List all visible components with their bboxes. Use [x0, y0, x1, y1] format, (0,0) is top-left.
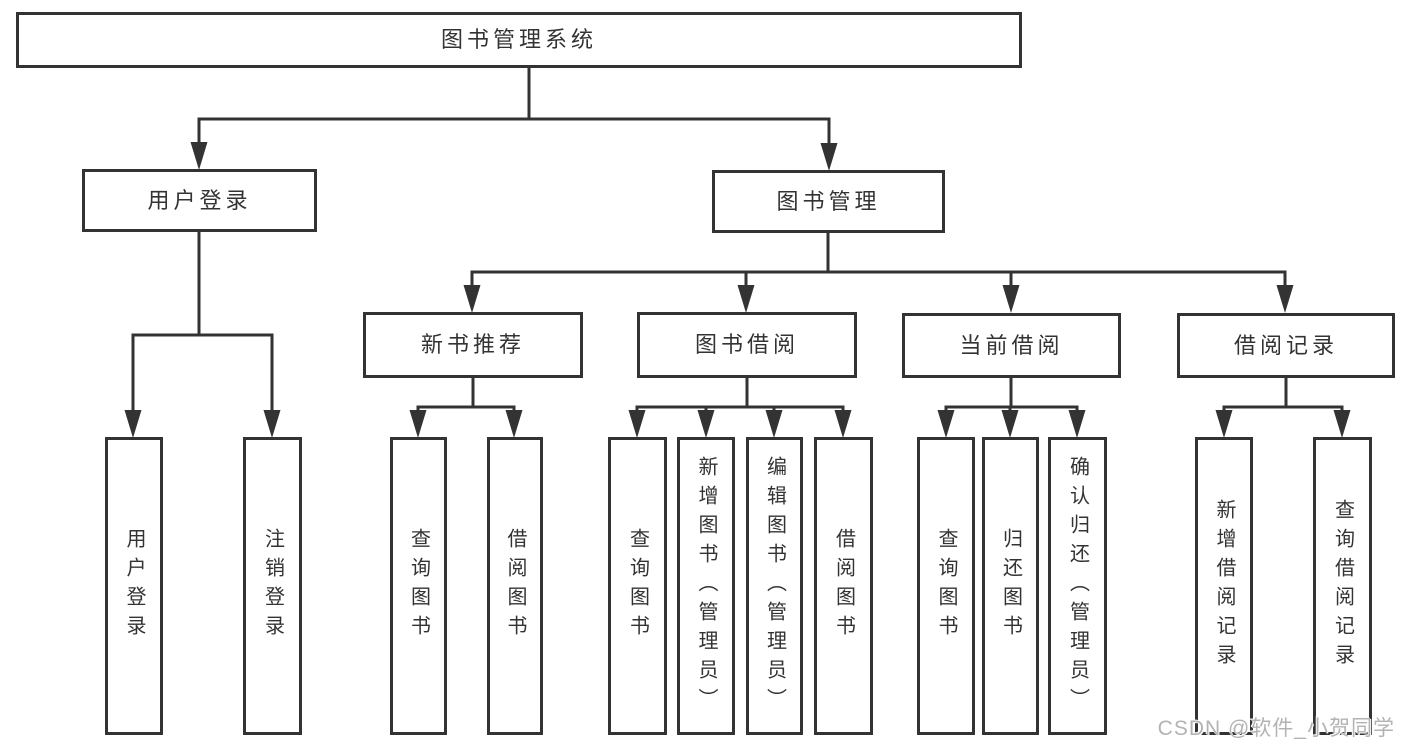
node-label: 借阅记录 [1233, 332, 1338, 358]
connector-user-login-split [124, 232, 281, 438]
node-new-book-recommendation: 新书推荐 [363, 312, 583, 378]
leaf-query-books-current: 查询图书 [917, 437, 975, 735]
connector-new-book-split [409, 378, 523, 438]
arrowhead [505, 410, 523, 438]
node-label: 查询图书 [407, 528, 430, 644]
arrowhead [263, 410, 281, 438]
connector-book-borrowing-split [628, 378, 852, 438]
node-current-borrowing: 当前借阅 [902, 313, 1121, 378]
arrowhead [1002, 285, 1020, 313]
node-label: 查询图书 [626, 528, 649, 644]
node-label: 借阅图书 [832, 528, 855, 644]
leaf-borrow-books-borrowing: 借阅图书 [814, 437, 873, 735]
connector-current-borrowing-split [937, 378, 1086, 438]
arrowhead [124, 410, 142, 438]
connector-book-management-split [463, 233, 1294, 313]
leaf-user-login: 用户登录 [105, 437, 163, 735]
arrowhead [1068, 410, 1086, 438]
arrowhead [628, 410, 646, 438]
watermark-text: CSDN @软件_小贺同学 [1157, 717, 1395, 740]
node-label: 图书借阅 [694, 332, 799, 357]
node-book-borrowing: 图书借阅 [637, 312, 857, 378]
node-label: 用户登录 [147, 187, 252, 213]
arrowhead [765, 410, 783, 438]
node-user-login: 用户登录 [82, 169, 317, 232]
node-label: 当前借阅 [959, 332, 1064, 358]
leaf-query-books-recommend: 查询图书 [390, 437, 447, 735]
leaf-query-books-borrowing: 查询图书 [608, 437, 667, 735]
arrowhead [1333, 410, 1351, 438]
leaf-return-books: 归还图书 [982, 437, 1039, 735]
arrowhead [937, 410, 955, 438]
arrowhead [1276, 285, 1294, 313]
leaf-add-borrow-record: 新增借阅记录 [1195, 437, 1253, 735]
node-label: 注销登录 [261, 528, 284, 644]
connector-root-split [190, 68, 838, 171]
node-label: 查询借阅记录 [1331, 499, 1354, 673]
arrowhead [1001, 410, 1019, 438]
node-label: 借阅图书 [504, 528, 526, 644]
arrowhead [737, 285, 755, 313]
node-label: 新增借阅记录 [1213, 499, 1235, 673]
node-borrowing-records: 借阅记录 [1177, 313, 1395, 378]
arrowhead [697, 410, 715, 438]
node-library-management-system: 图书管理系统 [16, 12, 1022, 68]
leaf-add-book-admin: 新增图书（管理员） [677, 437, 735, 735]
node-label: 编辑图书（管理员） [763, 455, 786, 717]
leaf-query-borrow-record: 查询借阅记录 [1313, 437, 1372, 735]
leaf-confirm-return-admin: 确认归还（管理员） [1048, 437, 1107, 735]
arrowhead [190, 142, 208, 170]
node-label: 确认归还（管理员） [1066, 455, 1089, 717]
connector-borrowing-records-split [1215, 378, 1351, 438]
node-label: 用户登录 [123, 528, 145, 644]
arrowhead [1215, 410, 1233, 438]
arrowhead [820, 143, 838, 171]
arrowhead [463, 285, 481, 313]
leaf-edit-book-admin: 编辑图书（管理员） [746, 437, 803, 735]
node-label: 图书管理 [776, 188, 881, 214]
node-book-management: 图书管理 [712, 170, 945, 233]
arrowhead [834, 410, 852, 438]
node-label: 新增图书（管理员） [695, 455, 717, 717]
node-label: 新书推荐 [420, 332, 525, 357]
arrowhead [409, 410, 427, 438]
node-label: 图书管理系统 [440, 27, 597, 52]
leaf-logout: 注销登录 [243, 437, 302, 735]
node-label: 归还图书 [999, 528, 1022, 644]
leaf-borrow-books-recommend: 借阅图书 [487, 437, 543, 735]
node-label: 查询图书 [935, 528, 957, 644]
